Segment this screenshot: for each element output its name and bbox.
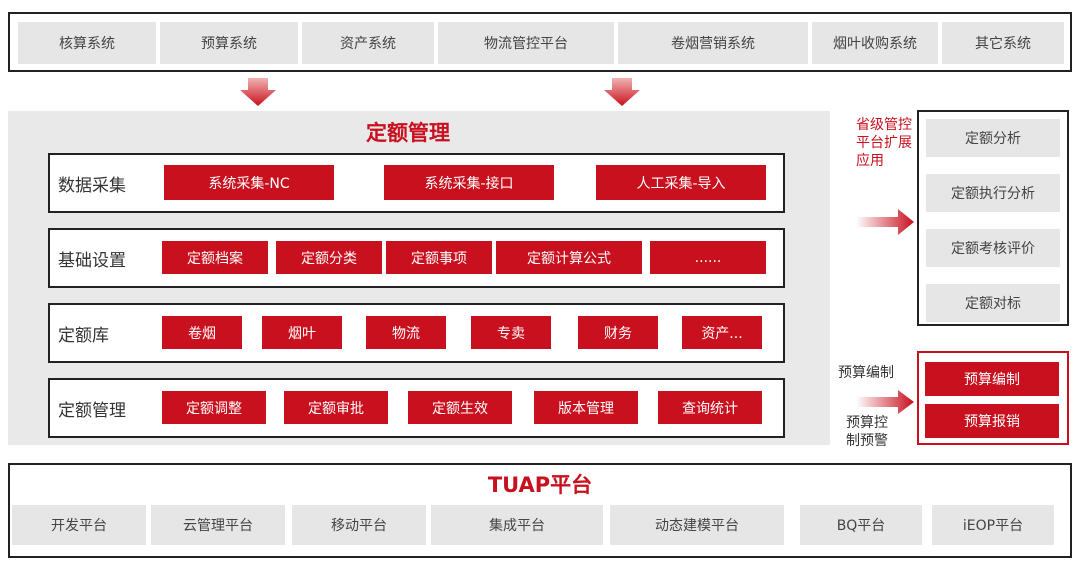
tag-finance: 财务	[578, 316, 658, 349]
box-budget-compile: 预算编制	[925, 362, 1059, 396]
system-box-assets: 资产系统	[302, 22, 434, 64]
down-arrow-icon	[604, 78, 640, 106]
system-box-accounting: 核算系统	[18, 22, 156, 64]
tag-quota-adjust: 定额调整	[162, 391, 266, 424]
tag-tobacco-leaf: 烟叶	[262, 316, 342, 349]
tag-quota-formula: 定额计算公式	[496, 241, 642, 274]
analysis-panel: 定额分析 定额执行分析 定额考核评价 定额对标	[917, 110, 1069, 326]
box-budget-reimburse: 预算报销	[925, 404, 1059, 438]
box-quota-analysis: 定额分析	[926, 119, 1060, 157]
right-arrow-icon	[856, 209, 914, 235]
row-label: 基础设置	[58, 250, 126, 271]
platform-title: TUAP平台	[487, 473, 593, 497]
system-box-cigarette-marketing: 卷烟营销系统	[618, 22, 808, 64]
system-box-budget: 预算系统	[160, 22, 298, 64]
system-box-logistics: 物流管控平台	[438, 22, 614, 64]
quota-management-panel: 定额管理 数据采集 系统采集-NC 系统采集-接口 人工采集-导入 基础设置 定…	[8, 111, 830, 445]
provincial-extension-caption: 省级管控平台扩展应用	[856, 117, 912, 169]
budget-compile-caption: 预算编制	[838, 365, 894, 381]
down-arrow-icon	[240, 78, 276, 106]
platform-bq: BQ平台	[800, 505, 922, 545]
tag-monopoly: 专卖	[471, 316, 551, 349]
row-quota-library: 定额库 卷烟 烟叶 物流 专卖 财务 资产...	[48, 303, 785, 363]
platform-ieop: iEOP平台	[932, 505, 1054, 545]
right-arrow-icon	[856, 390, 914, 414]
tag-quota-effective: 定额生效	[408, 391, 512, 424]
system-box-tobacco-purchase: 烟叶收购系统	[812, 22, 938, 64]
platform-cloud-management: 云管理平台	[151, 505, 285, 545]
tag-manual-import: 人工采集-导入	[596, 165, 766, 200]
box-quota-execution-analysis: 定额执行分析	[926, 174, 1060, 212]
budget-panel: 预算编制 预算报销	[917, 351, 1069, 445]
tuap-platform-bar: TUAP平台 开发平台 云管理平台 移动平台 集成平台 动态建模平台 BQ平台 …	[8, 463, 1072, 558]
panel-title: 定额管理	[366, 121, 450, 145]
row-label: 定额管理	[58, 400, 126, 421]
row-basic-settings: 基础设置 定额档案 定额分类 定额事项 定额计算公式 ......	[48, 228, 785, 288]
box-quota-evaluation: 定额考核评价	[926, 229, 1060, 267]
tag-nc-collection: 系统采集-NC	[164, 165, 334, 200]
row-label: 数据采集	[58, 175, 126, 196]
tag-assets: 资产...	[682, 316, 762, 349]
box-quota-benchmark: 定额对标	[926, 284, 1060, 322]
top-systems-bar: 核算系统 预算系统 资产系统 物流管控平台 卷烟营销系统 烟叶收购系统 其它系统	[8, 12, 1072, 72]
row-data-collection: 数据采集 系统采集-NC 系统采集-接口 人工采集-导入	[48, 153, 785, 213]
tag-query-statistics: 查询统计	[658, 391, 762, 424]
platform-dev: 开发平台	[12, 505, 146, 545]
row-label: 定额库	[58, 325, 109, 346]
tag-quota-approve: 定额审批	[284, 391, 388, 424]
tag-interface-collection: 系统采集-接口	[384, 165, 554, 200]
tag-cigarette: 卷烟	[162, 316, 242, 349]
tag-logistics: 物流	[366, 316, 446, 349]
tag-version-management: 版本管理	[534, 391, 638, 424]
system-box-others: 其它系统	[942, 22, 1064, 64]
budget-control-caption: 预算控制预警	[846, 415, 888, 449]
platform-mobile: 移动平台	[292, 505, 426, 545]
row-quota-management: 定额管理 定额调整 定额审批 定额生效 版本管理 查询统计	[48, 378, 785, 438]
tag-quota-item: 定额事项	[386, 241, 492, 274]
tag-more: ......	[650, 241, 766, 274]
tag-quota-category: 定额分类	[276, 241, 382, 274]
platform-dynamic-modeling: 动态建模平台	[610, 505, 784, 545]
tag-quota-archive: 定额档案	[162, 241, 268, 274]
platform-integration: 集成平台	[431, 505, 603, 545]
